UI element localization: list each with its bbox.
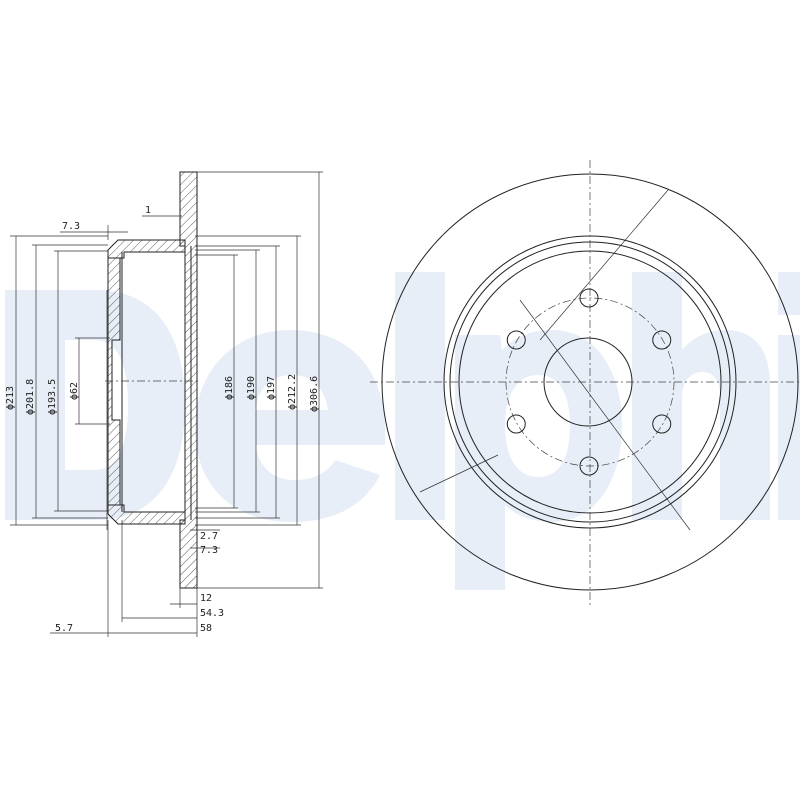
dim-190: ϕ190 [246,376,257,400]
dim-62: ϕ62 [69,382,80,400]
front-view [370,160,800,605]
hat-bottom-wall [107,504,186,525]
bolt-hole [579,456,599,476]
bolt-hole [579,288,599,308]
dim-197: ϕ197 [266,376,277,400]
dim-hat-step: 7.3 [200,545,218,556]
hat-top-wall [107,239,186,259]
logo-letter-e [195,330,385,522]
bolt-holes [506,288,672,476]
dim-height-total: 58 [200,623,212,634]
logo-letter-p [455,330,622,590]
dim-193-5: ϕ193.5 [47,379,58,415]
dim-thickness: 12 [200,593,212,604]
dim-top-offset: 7.3 [62,221,80,232]
logo-letter-d [5,290,185,520]
bolt-hole [506,330,526,350]
logo-letter-h [632,272,770,520]
dim-height-inner: 54.3 [200,608,224,619]
logo-letter-i [778,272,800,520]
bolt-hole [652,414,672,434]
dimension-labels: ϕ213 ϕ201.8 ϕ193.5 ϕ62 ϕ186 ϕ190 ϕ197 ϕ2… [5,205,320,634]
bolt-hole [652,330,672,350]
dim-306-6: ϕ306.6 [309,376,320,412]
dim-hat-lip: 2.7 [200,531,218,542]
dim-186: ϕ186 [224,376,235,400]
dimension-lines [10,171,323,637]
dim-flange-left: 5.7 [55,623,73,634]
watermark-logo [5,272,800,590]
dim-groove: 1 [145,205,151,216]
section-view: ϕ213 ϕ201.8 ϕ193.5 ϕ62 ϕ186 ϕ190 ϕ197 ϕ2… [5,171,323,637]
dim-213: ϕ213 [5,386,16,410]
bolt-hole [506,414,526,434]
dim-212-2: ϕ212.2 [287,374,298,410]
hat-face-section [107,257,121,506]
logo-letter-l [395,272,445,520]
dim-201-8: ϕ201.8 [25,379,36,415]
